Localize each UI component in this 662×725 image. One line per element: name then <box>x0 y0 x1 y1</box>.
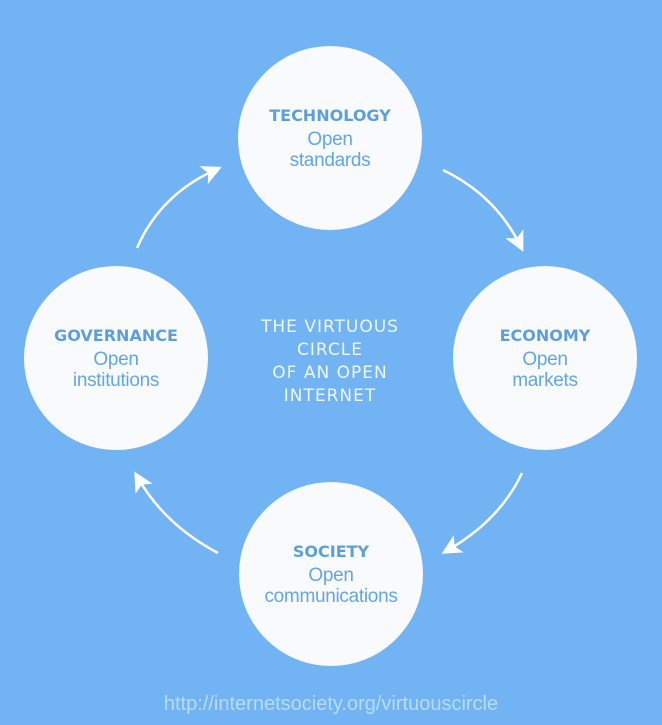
node-title: ECONOMY <box>499 325 591 345</box>
arrow-governance-to-technology <box>135 166 222 249</box>
arrow-society-to-governance <box>134 471 219 555</box>
diagram-title: THE VIRTUOUS CIRCLE OF AN OPEN INTERNET <box>261 317 399 406</box>
arrow-technology-to-economy <box>442 168 524 252</box>
node-subtitle: Open institutions <box>72 348 160 391</box>
node-technology: TECHNOLOGY Open standards <box>238 46 422 230</box>
node-society: SOCIETY Open communications <box>239 482 423 666</box>
node-subtitle: Open communications <box>264 564 398 607</box>
node-subtitle: Open standards <box>289 128 371 171</box>
node-economy: ECONOMY Open markets <box>453 266 637 450</box>
node-governance: GOVERNANCE Open institutions <box>24 266 208 450</box>
node-title: GOVERNANCE <box>54 325 178 345</box>
source-url: http://internetsociety.org/virtuouscircl… <box>163 693 499 715</box>
node-title: TECHNOLOGY <box>269 105 391 125</box>
node-title: SOCIETY <box>292 541 370 561</box>
arrow-economy-to-society <box>441 472 524 554</box>
node-subtitle: Open markets <box>512 348 578 391</box>
